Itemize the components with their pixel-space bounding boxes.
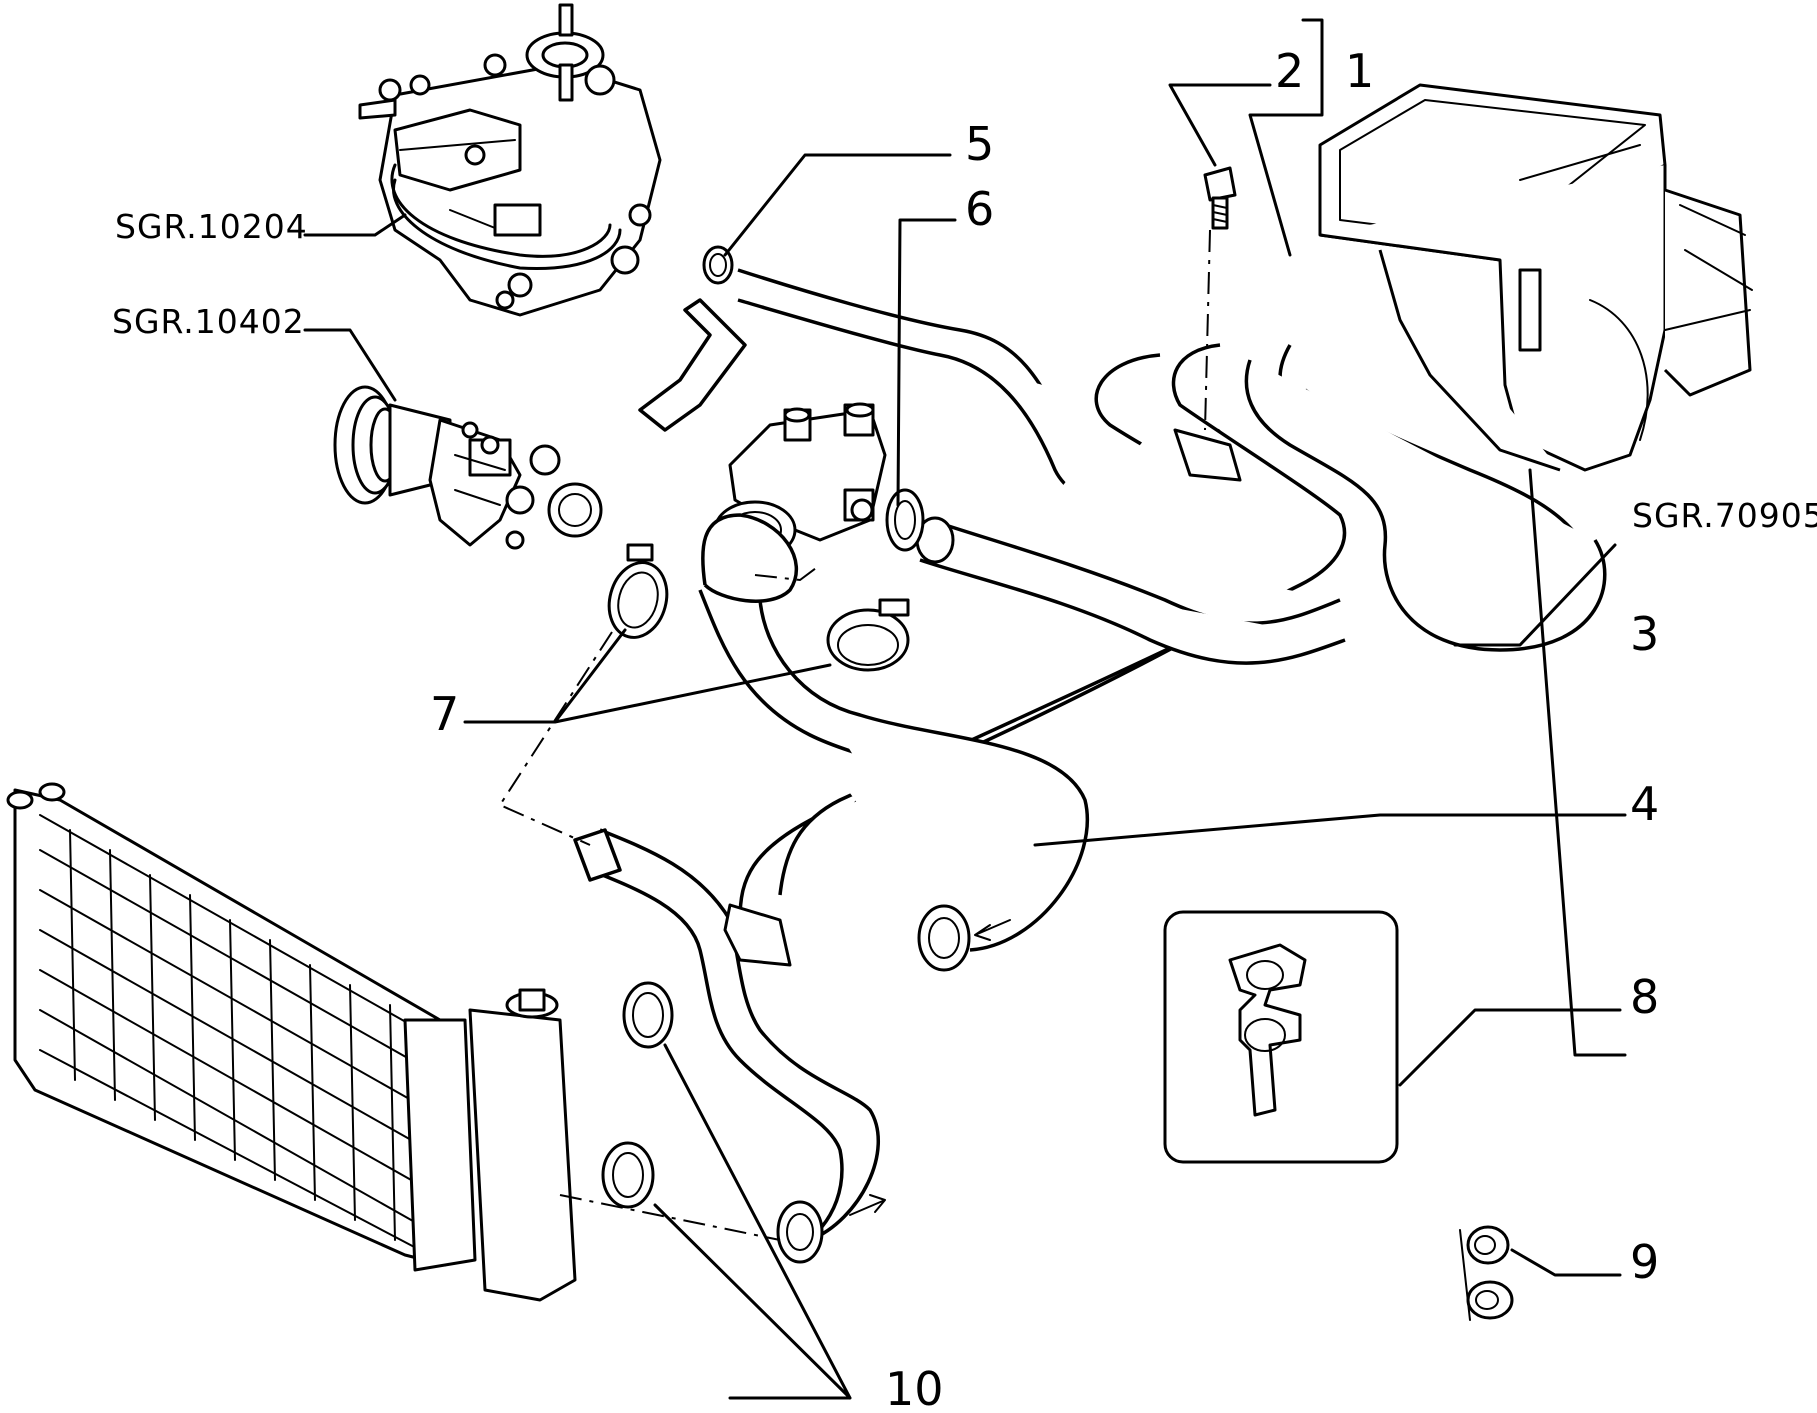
label-part-7: 7 bbox=[430, 687, 459, 741]
clamp-10-lower bbox=[601, 1141, 655, 1209]
carburetor-assembly bbox=[358, 3, 662, 317]
part-labels: 1 2 3 4 5 6 7 8 9 10 SGR.10204 SGR.10402… bbox=[112, 44, 1817, 1413]
t-connectors bbox=[723, 428, 1242, 967]
label-part-1: 1 bbox=[1345, 44, 1374, 98]
label-part-2: 2 bbox=[1275, 44, 1304, 98]
label-part-3: 3 bbox=[1630, 607, 1659, 661]
assembly-line-7 bbox=[498, 631, 613, 846]
label-part-6: 6 bbox=[965, 182, 994, 236]
label-part-8: 8 bbox=[1630, 970, 1659, 1024]
hose-3 bbox=[1244, 344, 1607, 652]
assembly-line-thermostat bbox=[754, 564, 821, 582]
detail-box-8 bbox=[1163, 910, 1399, 1164]
clip-9 bbox=[1459, 1225, 1514, 1321]
label-part-4: 4 bbox=[1630, 777, 1659, 831]
clamp-10-upper bbox=[622, 981, 674, 1049]
assembly-line-10 bbox=[559, 1194, 781, 1241]
clamp-7-right bbox=[826, 598, 910, 672]
screw-2 bbox=[1203, 166, 1237, 230]
heater-box bbox=[1318, 83, 1753, 472]
leader-lines bbox=[303, 18, 1627, 1400]
label-ref-heater-box: SGR.70905 bbox=[1632, 496, 1817, 535]
label-part-10: 10 bbox=[885, 1362, 944, 1413]
water-pump-assembly bbox=[333, 385, 603, 550]
hose-4-main bbox=[698, 343, 1347, 972]
label-ref-water-pump: SGR.10402 bbox=[112, 302, 305, 341]
radiator bbox=[6, 782, 577, 1302]
clamp-6 bbox=[885, 488, 925, 552]
label-ref-carburetor: SGR.10204 bbox=[115, 207, 308, 246]
hose-thermostat-right bbox=[915, 516, 1346, 665]
label-part-9: 9 bbox=[1630, 1235, 1659, 1289]
clamp-7-left bbox=[607, 543, 669, 639]
label-part-5: 5 bbox=[965, 117, 994, 171]
assembly-line-screw bbox=[1204, 229, 1211, 431]
hose-lower-radiator bbox=[573, 513, 886, 1264]
